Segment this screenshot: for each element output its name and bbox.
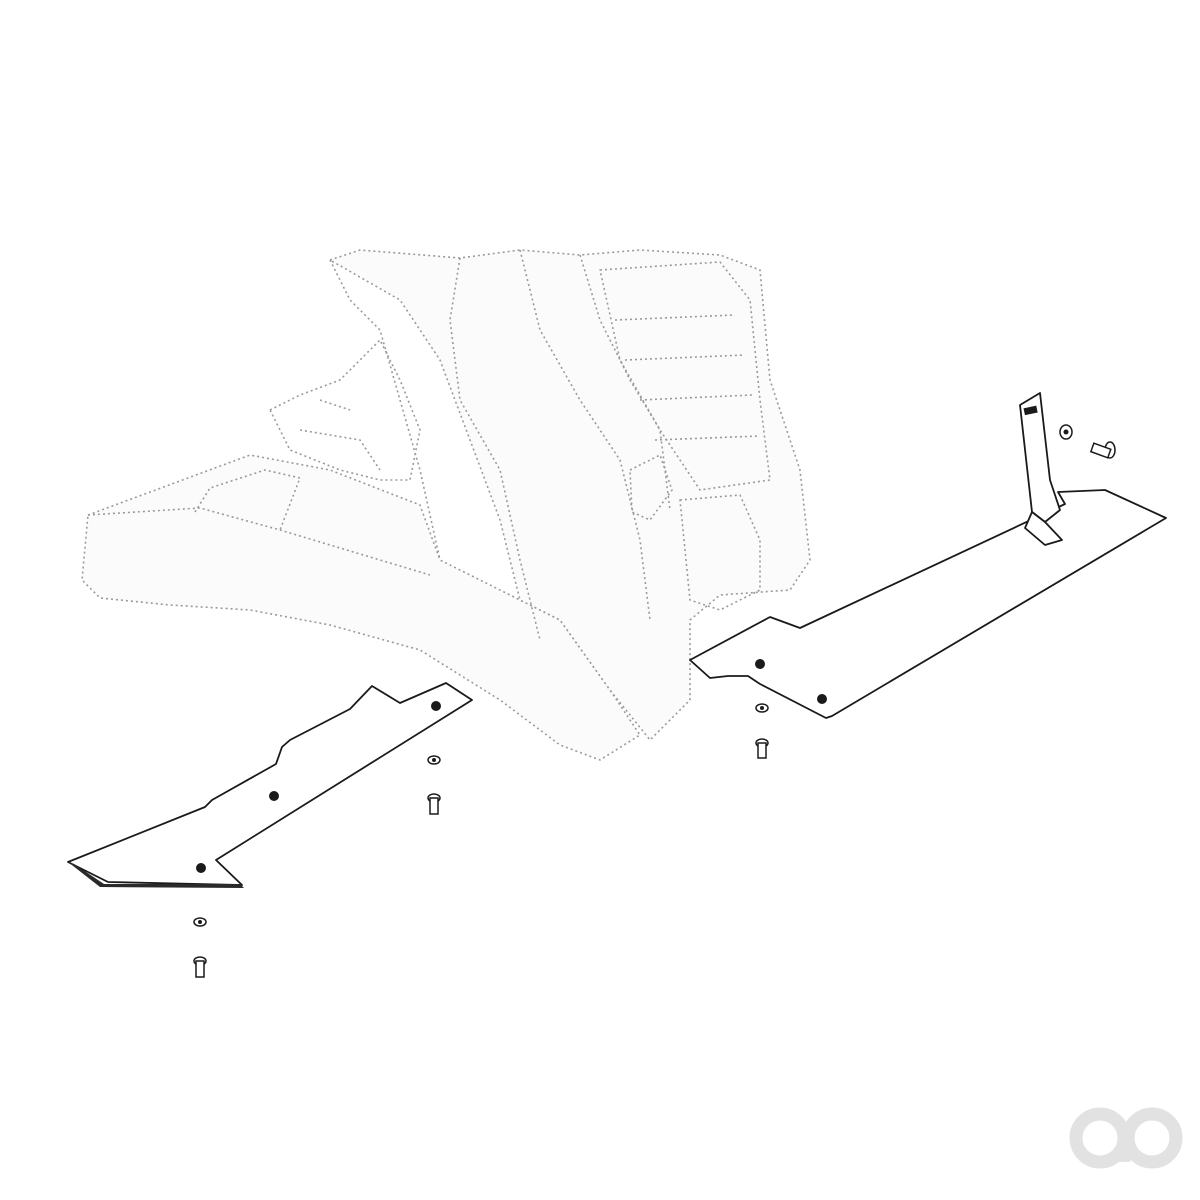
machine-arm-detail	[299, 399, 381, 471]
right-guard-plate	[689, 489, 1167, 719]
left-plate-hole-3	[196, 863, 206, 873]
left-plate-hole-1	[431, 701, 441, 711]
right-bracket-foot	[1024, 511, 1063, 546]
machine-tank-ribs	[614, 314, 761, 441]
machine-base-foot	[81, 454, 641, 761]
machine-column	[329, 249, 811, 741]
machine-tank-panel	[599, 261, 771, 491]
right-plate-hole-1	[755, 659, 765, 669]
left-guard-plate-fold	[68, 862, 244, 888]
right-bolt-1	[1089, 441, 1116, 459]
machine-foot-recess	[194, 469, 301, 531]
machine-column-edge-4	[579, 254, 671, 511]
left-washer-1-hole	[432, 758, 436, 762]
left-washer-2-hole	[198, 920, 202, 924]
right-bolt-2	[755, 738, 769, 759]
left-guard-plate-outline	[67, 682, 473, 886]
left-plate-hole-2	[269, 791, 279, 801]
right-plate-hole-2	[817, 694, 827, 704]
machine-arm	[269, 339, 421, 481]
left-bolt-1	[427, 793, 441, 815]
left-bolt-2	[193, 956, 207, 978]
brand-logo-icon	[1069, 1107, 1183, 1169]
left-guard-plate	[67, 682, 473, 888]
right-washer-1-hole	[760, 706, 764, 710]
right-guard-plate-outline	[689, 489, 1167, 719]
background-machine-body	[81, 249, 811, 761]
machine-lower-housing	[679, 494, 761, 611]
left-plate-fasteners	[193, 755, 441, 978]
right-guard-bracket	[1019, 392, 1063, 546]
right-plate-fasteners	[755, 424, 1116, 759]
machine-column-edge-3	[519, 249, 651, 621]
right-nut-1-hole	[1063, 429, 1069, 435]
right-bracket-slot	[1023, 405, 1038, 416]
machine-foot-top	[87, 507, 431, 576]
